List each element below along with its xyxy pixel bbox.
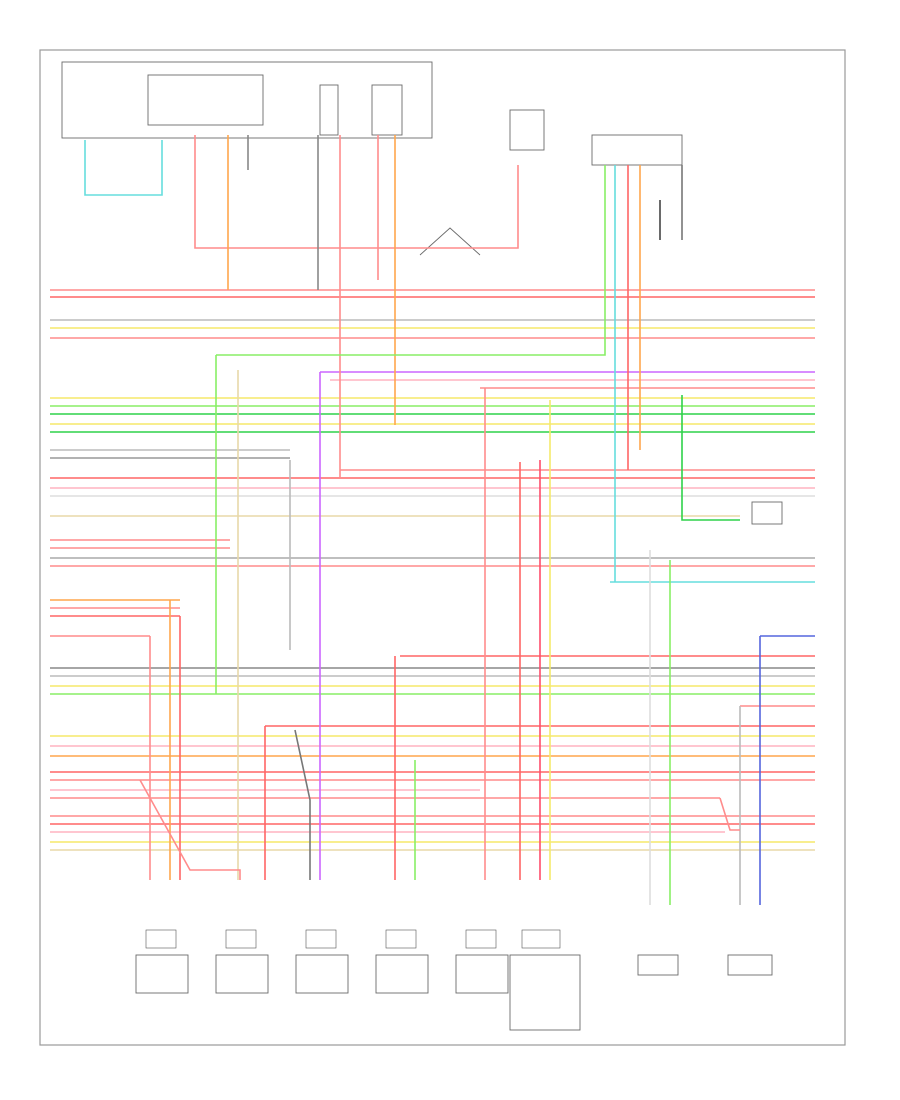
wire: [139, 779, 241, 880]
bus-lines: [50, 289, 815, 851]
connector-pins: [521, 929, 561, 949]
fuel-pump-module: [509, 954, 581, 1031]
top-components: [61, 61, 783, 525]
wire: [84, 140, 163, 196]
sensor-connector: [295, 954, 349, 994]
connector-pins: [145, 929, 177, 949]
sensor-connector: [637, 954, 679, 976]
diagram-frame: [39, 49, 846, 1046]
vertical-wires: [84, 135, 761, 905]
connector-pins: [385, 929, 417, 949]
side-module: [751, 501, 783, 525]
sensor-connector: [375, 954, 429, 994]
connector-pins: [225, 929, 257, 949]
connector-pins: [305, 929, 337, 949]
sensor-connector: [135, 954, 189, 994]
sensor-connector: [727, 954, 773, 976]
wire: [194, 135, 519, 249]
sensor-connector: [215, 954, 269, 994]
sensor-connector: [455, 954, 509, 994]
relay-block: [147, 74, 264, 126]
wire: [719, 797, 740, 831]
bottom-components: [135, 929, 773, 1031]
ground-junction: [419, 227, 481, 256]
fuse-block-b: [371, 84, 403, 136]
fuse-relay-box: [61, 61, 433, 139]
wire: [681, 395, 740, 521]
fuse-block-a: [319, 84, 339, 136]
harness-connector-top: [591, 134, 683, 166]
switch-box: [509, 109, 545, 151]
wire: [294, 729, 311, 880]
connector-pins: [465, 929, 497, 949]
wire: [216, 165, 606, 356]
